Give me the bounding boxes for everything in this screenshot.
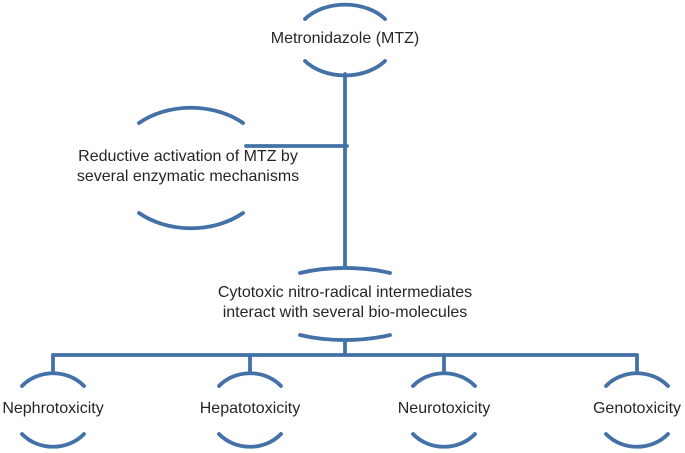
activation-node-bottom-arc	[137, 211, 245, 231]
nephrotoxicity-node-label: Nephrotoxicity	[2, 400, 104, 417]
neurotoxicity-node-top-arc	[411, 371, 477, 388]
neurotoxicity-node-label: Neurotoxicity	[397, 400, 491, 417]
hepatotoxicity-node-top-arc	[217, 371, 283, 388]
root-node-top-arc	[303, 2, 387, 21]
intermediates-node-label: Cytotoxic nitro-radical intermediates in…	[195, 283, 495, 323]
nephrotoxicity-node-top-arc	[20, 371, 86, 388]
neurotoxicity-node-bottom-arc	[411, 432, 477, 449]
genotoxicity-node-top-arc	[604, 371, 670, 388]
nephrotoxicity-node-bottom-arc	[20, 432, 86, 449]
activation-node-label-line2: several enzymatic mechanisms	[76, 168, 300, 185]
root-node-label: Metronidazole (MTZ)	[270, 30, 420, 47]
hepatotoxicity-node-bottom-arc	[217, 432, 283, 449]
genotoxicity-node-label: Genotoxicity	[592, 400, 682, 417]
genotoxicity-node-bottom-arc	[604, 432, 670, 449]
activation-node-label: Reductive activation of MTZ by several e…	[38, 147, 338, 187]
intermediates-node-label-line2: interact with several bio-molecules	[222, 304, 468, 321]
activation-node-top-arc	[137, 105, 245, 125]
activation-node-label-line1: Reductive activation of MTZ by	[78, 148, 298, 165]
intermediates-node-label-line1: Cytotoxic nitro-radical intermediates	[217, 284, 473, 301]
hepatotoxicity-node-label: Hepatotoxicity	[199, 400, 301, 417]
